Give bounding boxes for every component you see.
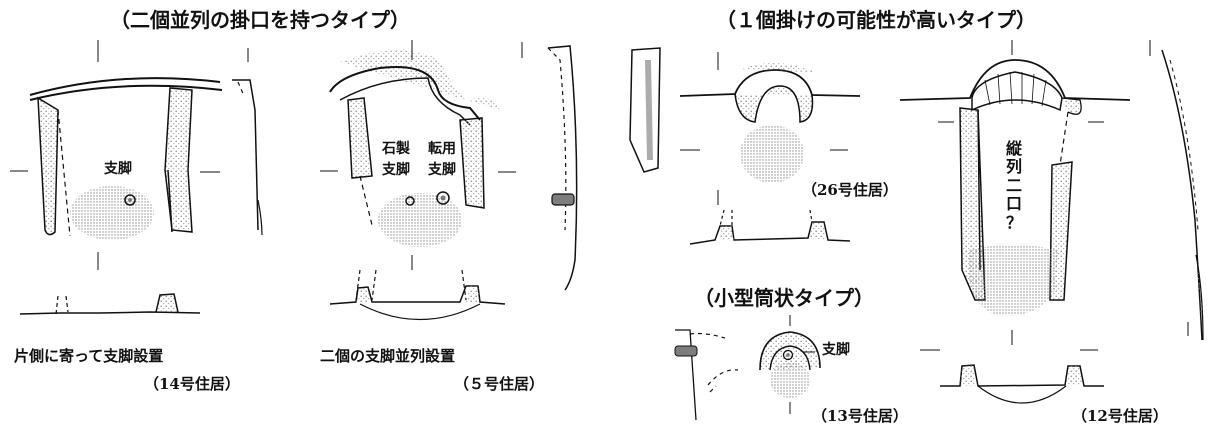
fig12-vert-char-4: 口 [1005, 194, 1022, 214]
heading-single-type: （１個掛けの可能性が高いタイプ） [716, 8, 1036, 32]
heading-double-type: （二個並列の掛口を持つタイプ） [110, 8, 410, 32]
fig5-house: （５号住居） [454, 375, 545, 393]
fig12-house: （12号住居） [1072, 407, 1168, 425]
fig5-reuse-label-2: 支脚 [428, 162, 456, 178]
fig13-support-label: 支脚 [822, 342, 850, 358]
fig14-plan [10, 40, 263, 315]
fig14-support-label: 支脚 [104, 161, 132, 177]
fig14-caption: 片側に寄って支脚設置 [14, 347, 164, 365]
fig26-house: （26号住居） [802, 181, 898, 199]
fig5-reuse-label-1: 転用 [428, 141, 456, 157]
fig5-section [521, 42, 578, 291]
fig12-section [1149, 40, 1204, 341]
fig13-house: （13号住居） [812, 407, 908, 425]
fig5-stone-label-1: 石製 [382, 141, 410, 157]
fig12-vertical-note: 縦 列 二 口 ？ [1004, 139, 1024, 232]
fig12-vert-char-3: 二 [1005, 175, 1022, 195]
fig12-vert-char-1: 縦 [1005, 139, 1022, 158]
fig5-caption: 二個の支脚並列設置 [320, 347, 456, 365]
fig14-house: （14号住居） [144, 375, 240, 393]
fig13-plan [674, 315, 821, 421]
fig12-vert-char-2: 列 [1005, 157, 1022, 177]
fig12-vert-char-5: ？ [1005, 212, 1022, 232]
fig12-plan [899, 40, 1131, 404]
heading-small-type: （小型筒状タイプ） [694, 286, 874, 310]
fig26-plan [629, 47, 861, 245]
fig5-stone-label-2: 支脚 [382, 162, 410, 178]
fig5-plan [320, 40, 516, 321]
